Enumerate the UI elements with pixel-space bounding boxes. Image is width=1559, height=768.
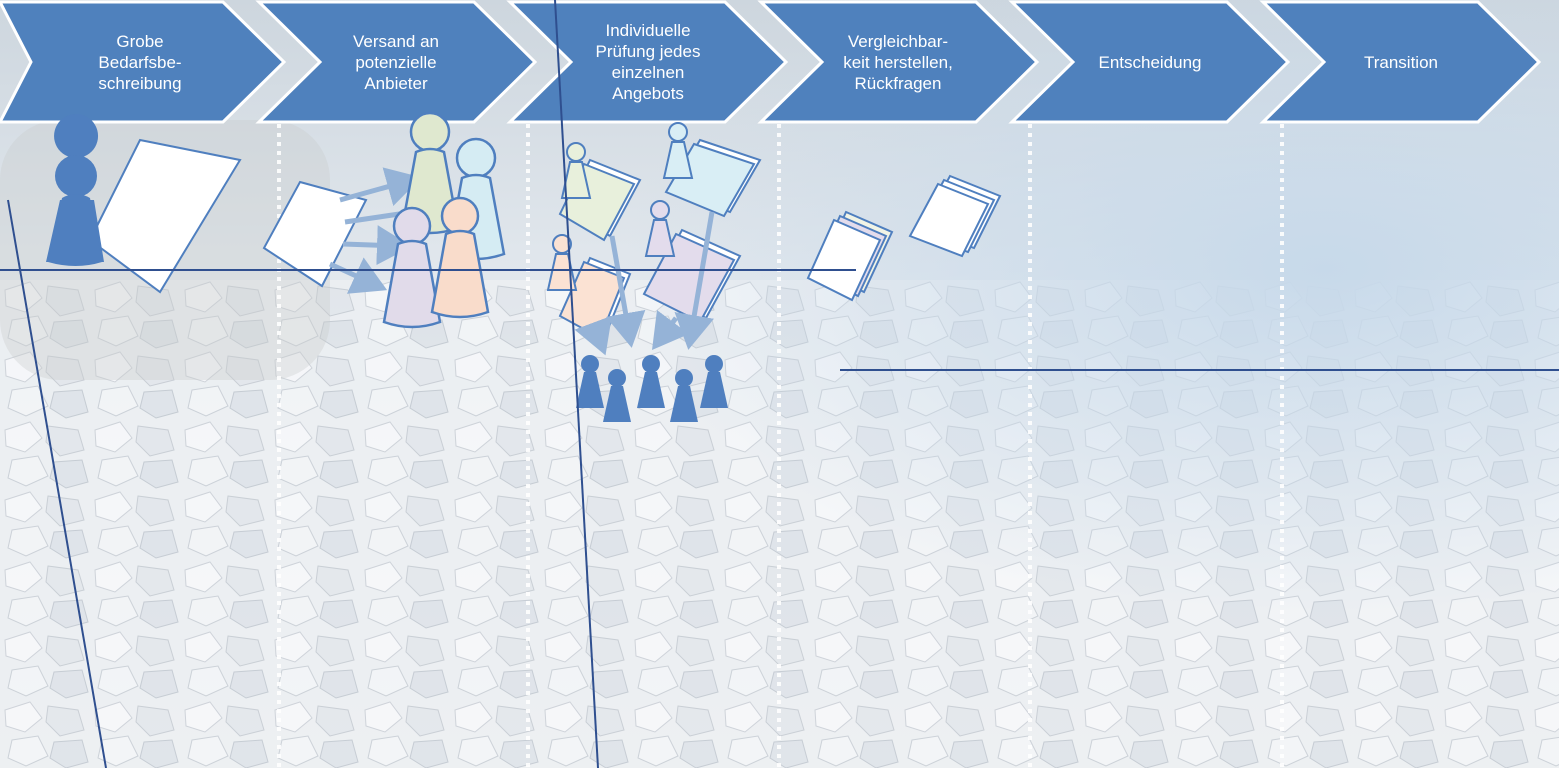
bidder-pawns — [546, 122, 694, 291]
chevron-step-1 — [0, 0, 287, 124]
review-team-pawns — [576, 355, 728, 422]
step-label-6: Transition — [1363, 52, 1438, 72]
distribution-to-bidders — [262, 111, 506, 329]
offer-review-group — [546, 122, 762, 422]
process-chevrons — [0, 0, 1542, 124]
step-label-2: Versand an potenzielle Anbieter — [352, 31, 439, 93]
bidder-pawns — [382, 111, 506, 329]
step-label-1: Grobe Bedarfsbe- schreibung — [98, 31, 182, 93]
step-label-5: Entscheidung — [1098, 52, 1202, 72]
document-icon — [262, 180, 368, 288]
chevron-step-6 — [1259, 0, 1542, 124]
chevron-step-4 — [757, 0, 1040, 124]
chevron-step-3 — [506, 0, 789, 124]
review-arrows — [574, 211, 715, 356]
requester-with-document — [46, 114, 242, 294]
step-label-4: Vergleichbar- keit herstellen, Rückfrage… — [843, 31, 953, 93]
step-label-3: Individuelle Prüfung jedes einzelnen Ang… — [595, 21, 701, 103]
document-icon — [88, 138, 242, 294]
chevron-step-2 — [255, 0, 538, 124]
comparison-stacks — [806, 174, 1002, 302]
chevron-step-5 — [1008, 0, 1291, 124]
